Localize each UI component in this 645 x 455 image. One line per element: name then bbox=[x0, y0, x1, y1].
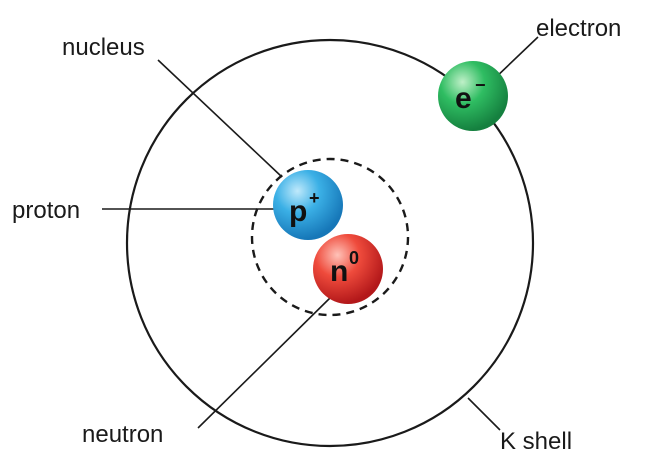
k-shell-leader-line bbox=[467, 397, 501, 431]
nucleus-label: nucleus bbox=[62, 34, 145, 61]
proton-label: proton bbox=[12, 197, 80, 224]
neutron-label: neutron bbox=[82, 421, 163, 448]
electron-charge: − bbox=[475, 75, 486, 95]
proton-particle: p + bbox=[273, 170, 343, 240]
electron-leader-line bbox=[492, 36, 539, 81]
electron-particle: e − bbox=[438, 61, 508, 131]
k-shell-orbit bbox=[125, 38, 535, 448]
nucleus-leader-line bbox=[157, 59, 283, 178]
proton-charge: + bbox=[309, 188, 320, 208]
neutron-leader-line bbox=[197, 295, 333, 429]
neutron-sphere bbox=[313, 234, 383, 304]
neutron-particle: n 0 bbox=[313, 234, 383, 304]
k-shell-label: K shell bbox=[500, 428, 572, 455]
neutron-symbol: n bbox=[330, 255, 348, 288]
nucleus-boundary bbox=[250, 157, 410, 317]
electron-label: electron bbox=[536, 15, 621, 42]
electron-sphere bbox=[438, 61, 508, 131]
proton-symbol: p bbox=[289, 195, 307, 228]
proton-sphere bbox=[273, 170, 343, 240]
electron-symbol: e bbox=[455, 82, 472, 115]
neutron-charge: 0 bbox=[349, 248, 359, 268]
